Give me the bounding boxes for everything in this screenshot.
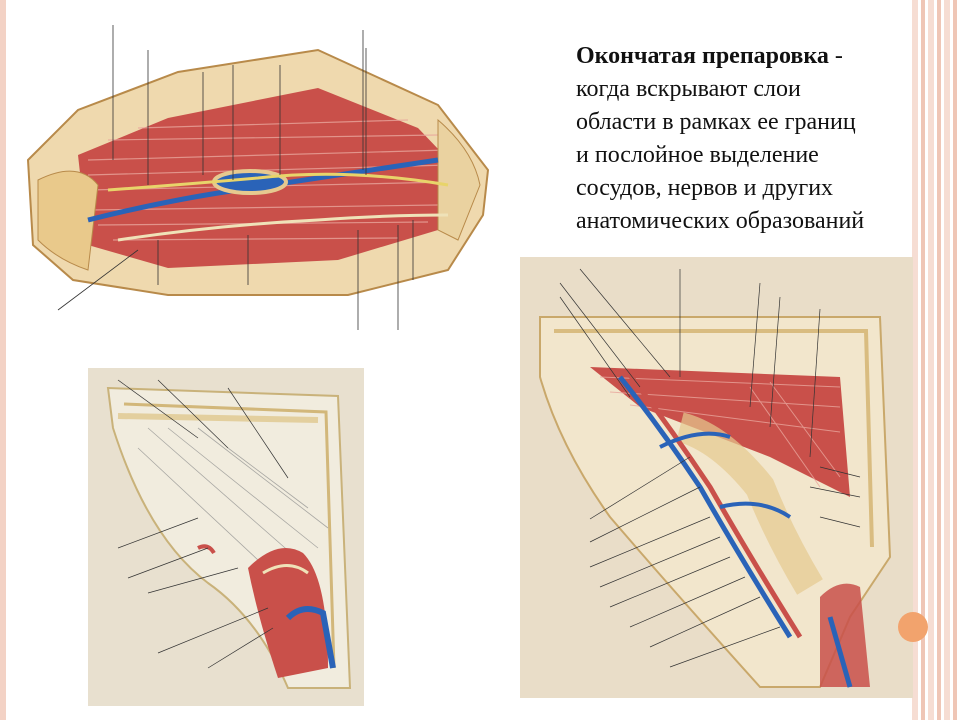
arm-dissection-illustration <box>18 10 498 356</box>
slide-text-block: Окончатая препаровка - когда вскрывают с… <box>576 40 916 238</box>
term-heading: Окончатая препаровка <box>576 43 829 69</box>
definition-line: и послойное выделение <box>576 142 819 168</box>
definition-line: области в рамках ее границ <box>576 109 856 135</box>
slide-right-border <box>912 0 960 720</box>
definition-first-line: Окончатая препаровка - <box>576 40 916 73</box>
slide-decoration-dot <box>898 612 928 642</box>
slide-left-rule <box>0 0 6 720</box>
term-dash: - <box>828 43 843 69</box>
definition-line: когда вскрывают слои <box>576 76 801 102</box>
abdominal-wall-superficial-illustration <box>88 368 364 706</box>
definition-line: сосудов, нервов и других <box>576 175 834 201</box>
definition-line: анатомических образований <box>576 208 865 234</box>
abdominal-wall-deep-illustration <box>520 257 913 698</box>
